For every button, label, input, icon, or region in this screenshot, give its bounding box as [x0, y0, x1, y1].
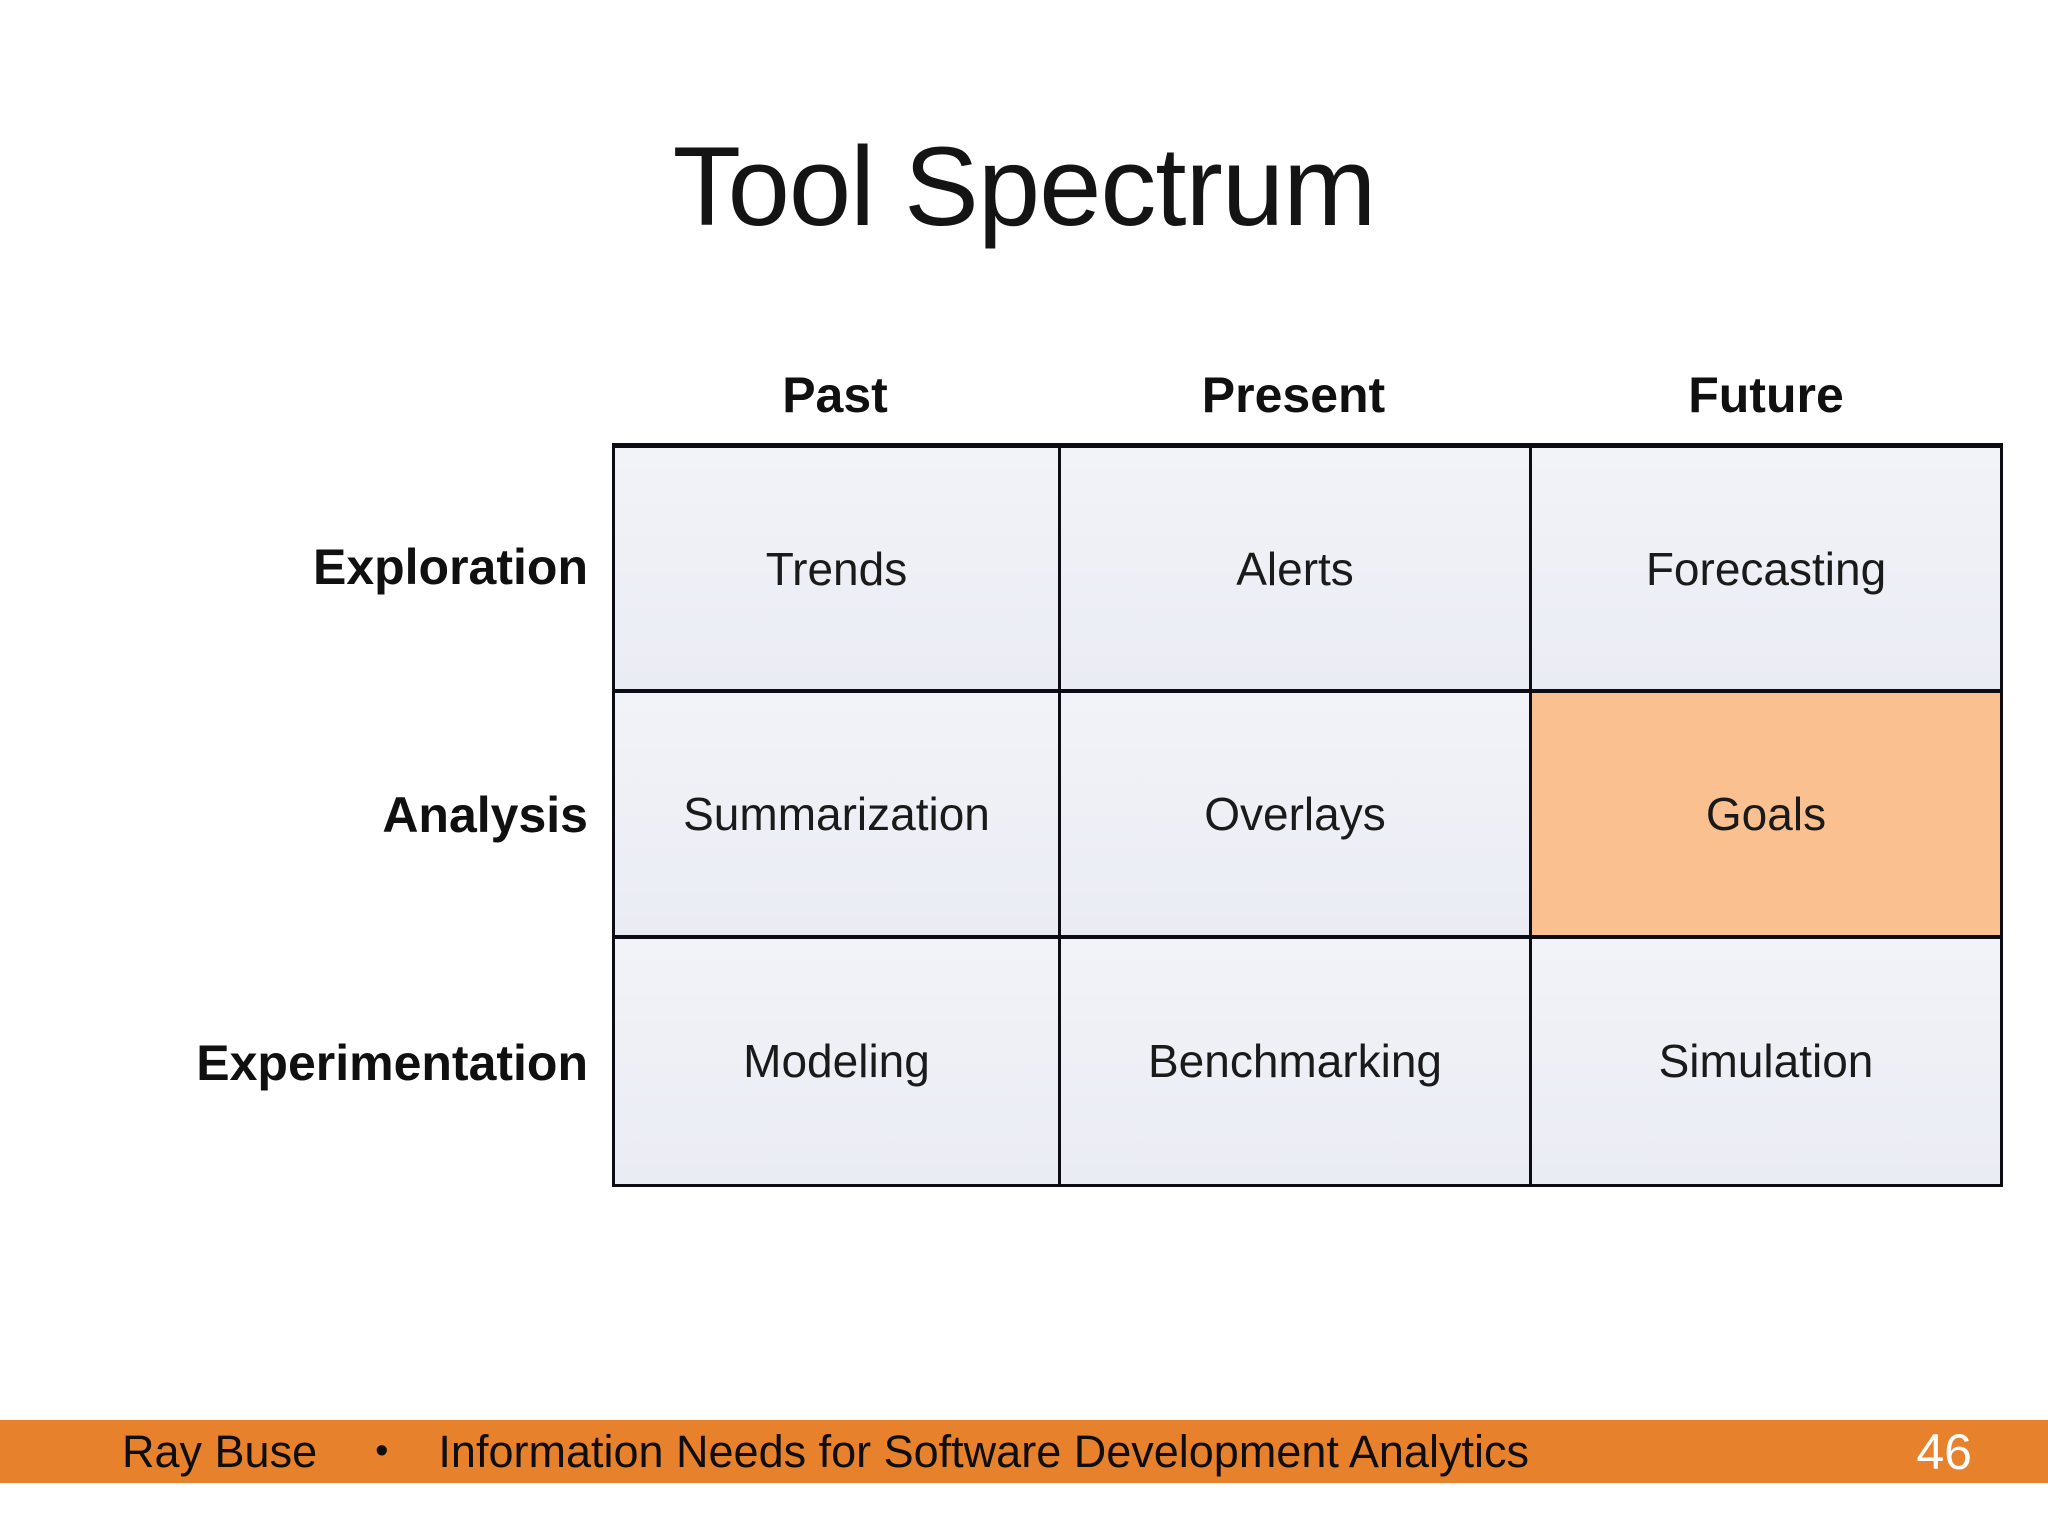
matrix-column-headers: Past Present Future — [612, 366, 2003, 424]
cell-overlays: Overlays — [1061, 693, 1532, 939]
tool-spectrum-matrix: Trends Alerts Forecasting Summarization … — [612, 443, 2003, 1187]
matrix-row-labels: Exploration Analysis Experimentation — [0, 443, 600, 1187]
cell-alerts: Alerts — [1061, 448, 1532, 694]
cell-modeling: Modeling — [615, 938, 1061, 1184]
row-label-exploration: Exploration — [312, 539, 588, 595]
cell-trends: Trends — [615, 448, 1061, 694]
page-number: 46 — [1916, 1423, 1972, 1480]
cell-benchmarking: Benchmarking — [1061, 938, 1532, 1184]
row-label-analysis: Analysis — [382, 787, 588, 843]
cell-simulation: Simulation — [1532, 938, 2000, 1184]
cell-goals-highlighted: Goals — [1532, 693, 2000, 939]
cell-summarization: Summarization — [615, 693, 1061, 939]
footer-bar: Ray Buse • Information Needs for Softwar… — [0, 1420, 2048, 1483]
row-label-experimentation: Experimentation — [196, 1035, 588, 1091]
footer-author: Ray Buse — [122, 1425, 318, 1477]
column-header-past: Past — [782, 367, 888, 423]
cell-forecasting: Forecasting — [1532, 448, 2000, 694]
column-header-present: Present — [1201, 367, 1386, 423]
column-header-future: Future — [1688, 367, 1844, 423]
footer-bullet-separator: • — [375, 1430, 389, 1472]
footer-deck-title: Information Needs for Software Developme… — [438, 1425, 1529, 1477]
slide-title: Tool Spectrum — [672, 124, 1377, 249]
footer-text: Ray Buse • Information Needs for Softwar… — [0, 1426, 1529, 1478]
